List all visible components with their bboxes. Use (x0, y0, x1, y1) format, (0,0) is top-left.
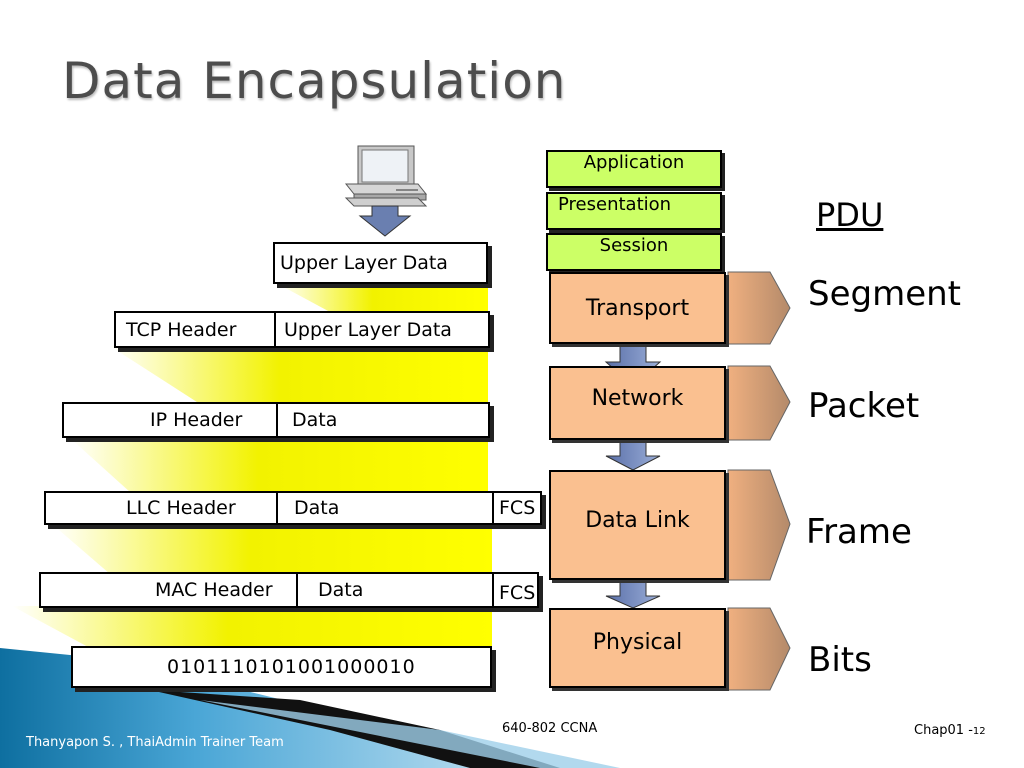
wave-light (200, 700, 620, 768)
layer-application-label: Application (583, 152, 685, 173)
pdu-arrows (727, 271, 791, 691)
layer-network-label: Network (591, 385, 684, 411)
layer-network: Network (549, 366, 726, 440)
pdu-heading: PDU (816, 196, 884, 234)
llc-data-label: Data (294, 497, 340, 519)
layer-physical: Physical (549, 608, 726, 688)
funnel-5 (12, 606, 492, 648)
tcp-divider (274, 313, 276, 346)
layer-presentation-label: Presentation (558, 194, 672, 215)
tcp-header-label: TCP Header (126, 318, 237, 341)
ip-data-label: Data (292, 409, 338, 431)
funnel-4 (52, 524, 492, 574)
footer-chapter: Chap01 -12 (914, 723, 986, 738)
layer-session-label: Session (599, 235, 669, 256)
upper-layer-data-box: Upper Layer Data (273, 242, 488, 284)
mac-divider-2 (492, 574, 494, 606)
mac-header-label: MAC Header (155, 579, 273, 601)
llc-fcs-label: FCS (499, 497, 536, 519)
pdu-frame: Frame (806, 512, 912, 552)
mac-frame-box: MAC Header Data FCS (39, 572, 539, 608)
bits-box: 0101110101001000010 (71, 646, 492, 688)
layer-presentation: Presentation (546, 192, 722, 230)
layer-application: Application (546, 150, 722, 188)
pdu-bits: Bits (808, 640, 872, 680)
slide-title: Data Encapsulation (62, 52, 567, 110)
ip-header-label: IP Header (150, 409, 243, 431)
funnel-2 (110, 346, 488, 404)
pdu-segment: Segment (808, 274, 961, 314)
ip-packet-box: IP Header Data (62, 402, 490, 438)
footer-author: Thanyapon S. , ThaiAdmin Trainer Team (26, 735, 284, 750)
pdu-packet: Packet (808, 386, 920, 426)
mac-fcs-label: FCS (499, 582, 536, 604)
ip-divider (276, 404, 278, 436)
footer-page-number: 12 (972, 726, 986, 737)
tcp-data-label: Upper Layer Data (284, 318, 452, 341)
layer-datalink-label: Data Link (585, 507, 690, 533)
layer-transport: Transport (549, 272, 726, 344)
mac-divider-1 (296, 574, 298, 606)
computer-icon (344, 145, 428, 237)
footer-chapter-label: Chap01 - (914, 723, 973, 738)
layer-transport-label: Transport (585, 295, 690, 321)
funnel-3 (70, 438, 488, 492)
layer-session: Session (546, 233, 722, 271)
upper-layer-data-label: Upper Layer Data (280, 252, 448, 274)
bits-label: 0101110101001000010 (167, 656, 416, 678)
layer-datalink: Data Link (549, 470, 726, 580)
tcp-segment-box: TCP Header Upper Layer Data (114, 311, 490, 348)
layer-physical-label: Physical (592, 629, 683, 655)
funnel-1 (278, 284, 488, 312)
mac-data-label: Data (318, 579, 364, 601)
llc-header-label: LLC Header (126, 497, 236, 519)
llc-divider-2 (492, 493, 494, 523)
footer-course: 640-802 CCNA (502, 721, 598, 736)
llc-divider-1 (276, 493, 278, 523)
llc-frame-box: LLC Header Data FCS (44, 491, 542, 525)
